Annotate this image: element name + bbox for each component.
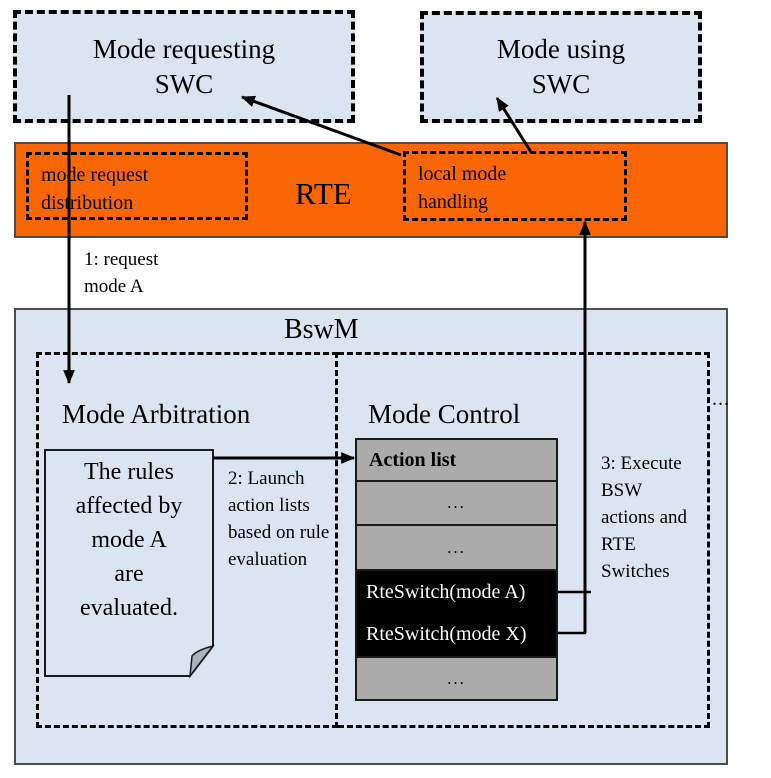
- mode-control-region: [338, 352, 710, 728]
- local-mode-handling-box: local mode handling: [403, 151, 627, 221]
- mode-request-distribution-box: mode request distribution: [26, 152, 248, 220]
- action-list-row: ...: [357, 656, 556, 699]
- action-list-header: Action list: [357, 440, 556, 480]
- step2-label: 2: Launch action lists based on rule eva…: [228, 468, 330, 570]
- mode-requesting-swc-label: Mode requesting SWC: [92, 33, 276, 99]
- mode-control-label: Mode Control: [368, 399, 521, 429]
- step1-label: 1: request mode A: [84, 249, 159, 297]
- continuation-ellipsis: ...: [712, 388, 730, 410]
- mode-arbitration-region: [36, 352, 338, 728]
- mode-using-swc-box: Mode using SWC: [420, 11, 702, 123]
- bswm-title: BswM: [284, 314, 359, 345]
- action-list-row-rteswitch-x: RteSwitch(mode X): [357, 613, 556, 656]
- action-list-row: ...: [357, 480, 556, 524]
- action-list-row: ...: [357, 524, 556, 569]
- note-text: The rules affected by mode A are evaluat…: [75, 459, 183, 621]
- step3-label: 3: Execute BSW actions and RTE Switches: [601, 453, 688, 582]
- rte-label: RTE: [295, 176, 352, 211]
- action-list-row-rteswitch-a: RteSwitch(mode A): [357, 569, 556, 613]
- mode-requesting-swc-box: Mode requesting SWC: [13, 10, 355, 123]
- action-list-table: Action list ... ... RteSwitch(mode A) Rt…: [355, 438, 558, 701]
- mode-arbitration-label: Mode Arbitration: [62, 399, 251, 429]
- mode-using-swc-label: Mode using SWC: [496, 34, 626, 99]
